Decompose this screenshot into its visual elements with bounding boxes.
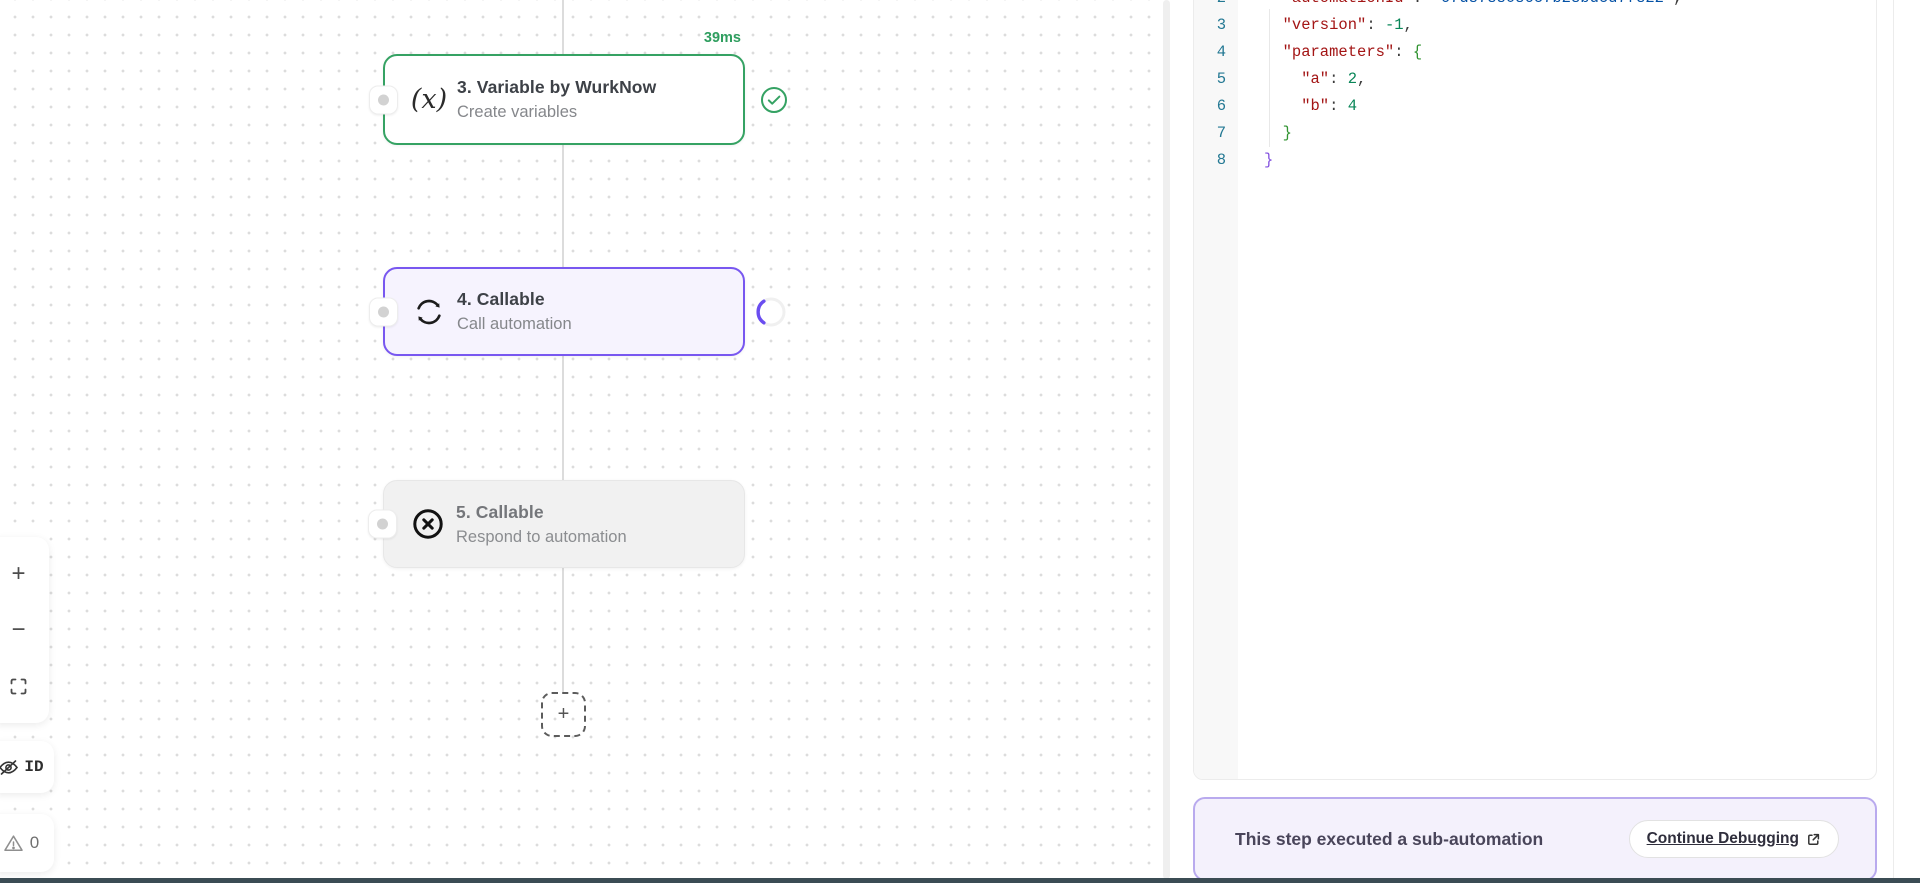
step-node-call-automation[interactable]: 4. Callable Call automation: [369, 267, 786, 356]
id-label: ID: [24, 758, 44, 776]
fullscreen-icon: [9, 677, 28, 696]
json-editor-panel: 2 "automationId": "67d8788086c7b28bdcd7f…: [1193, 0, 1877, 780]
success-check-icon: [760, 86, 788, 114]
external-link-icon: [1806, 832, 1821, 847]
node-handle[interactable]: [369, 85, 398, 114]
node-title: 5. Callable: [456, 501, 544, 522]
fit-view-button[interactable]: [4, 671, 34, 701]
node-subtitle: Create variables: [457, 103, 578, 121]
code-line[interactable]: 6 "b": 4: [1194, 93, 1876, 120]
node-handle[interactable]: [369, 297, 398, 326]
execution-time-badge: 39ms: [703, 30, 741, 46]
node-title: 4. Callable: [457, 289, 545, 309]
variable-icon: (x): [410, 84, 448, 115]
warning-count: 0: [29, 833, 40, 852]
code-line[interactable]: 5 "a": 2,: [1194, 66, 1876, 93]
circle-x-icon: [406, 506, 450, 542]
zoom-in-button[interactable]: +: [4, 559, 34, 589]
code-line[interactable]: 7 }: [1194, 120, 1876, 147]
code-line[interactable]: 4 "parameters": {: [1194, 39, 1876, 66]
continue-debugging-label: Continue Debugging: [1646, 830, 1799, 847]
sub-automation-banner: This step executed a sub-automation Cont…: [1193, 797, 1877, 881]
canvas-scrollbar[interactable]: [1163, 0, 1170, 879]
code-line[interactable]: 8}: [1194, 147, 1876, 174]
handle-dot: [378, 94, 389, 105]
warnings-button[interactable]: 0: [0, 814, 54, 872]
banner-message: This step executed a sub-automation: [1235, 828, 1544, 849]
code-line[interactable]: 3 "version": -1,: [1194, 12, 1876, 39]
step-node-respond-automation[interactable]: 5. Callable Respond to automation: [368, 480, 745, 568]
line-number: 7: [1216, 124, 1226, 142]
node-subtitle: Call automation: [457, 315, 572, 333]
step-node-variable[interactable]: 39ms (x) 3. Variable by WurkNow Create v…: [369, 30, 787, 145]
line-number: 8: [1216, 151, 1226, 169]
node-handle[interactable]: [368, 509, 397, 539]
panel-right-border: [1893, 0, 1894, 879]
line-number: 2: [1194, 0, 1238, 12]
node-title: 3. Variable by WurkNow: [457, 77, 657, 97]
add-step-button[interactable]: +: [541, 692, 586, 737]
minus-icon: −: [11, 616, 26, 643]
plus-icon: +: [11, 560, 26, 587]
handle-dot: [377, 518, 388, 530]
sync-icon: [407, 294, 451, 330]
editor-gutter: [1194, 0, 1238, 779]
eye-slash-icon: [0, 759, 19, 776]
workflow-canvas[interactable]: 39ms (x) 3. Variable by WurkNow Create v…: [0, 0, 1163, 883]
code-editor[interactable]: 2 "automationId": "67d8788086c7b28bdcd7f…: [1194, 0, 1876, 174]
running-spinner-icon: [754, 295, 788, 329]
line-number: 5: [1216, 70, 1226, 88]
zoom-out-button[interactable]: −: [4, 615, 34, 645]
line-number: 3: [1216, 16, 1226, 34]
continue-debugging-button[interactable]: Continue Debugging: [1628, 820, 1839, 858]
node-subtitle: Respond to automation: [456, 527, 627, 546]
line-number: 6: [1216, 97, 1226, 115]
toggle-ids-button[interactable]: ID: [0, 741, 54, 793]
plus-icon: +: [557, 703, 570, 725]
handle-dot: [378, 306, 389, 317]
code-line[interactable]: 2 "automationId": "67d8788086c7b28bdcd7f…: [1194, 0, 1876, 12]
canvas-zoom-toolbar: + −: [0, 537, 49, 723]
bottom-bar-edge: [0, 878, 1920, 883]
indent-guide: [1269, 9, 1270, 147]
line-number: 4: [1216, 43, 1226, 61]
warning-triangle-icon: [3, 834, 24, 853]
